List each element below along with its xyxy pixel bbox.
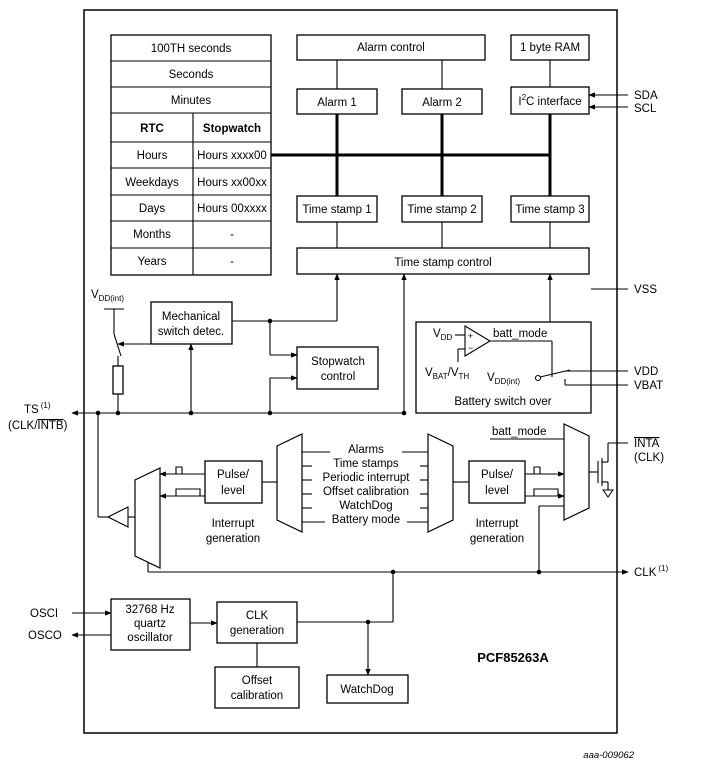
interrupt-source: Offset calibration [323,486,409,498]
svg-text:+: + [468,331,473,341]
table-row-100th-seconds: 100TH seconds [151,43,232,55]
batt-mode-label: batt_mode [493,328,547,340]
oscillator-block: 32768 Hz quartz oscillator [110,598,191,651]
svg-text:Time stamp 2: Time stamp 2 [407,204,476,216]
pin-inta-alt: (CLK) [634,452,664,464]
watchdog-block: WatchDog [326,674,409,704]
comparator: + − [464,325,492,357]
table-cell: Hours [137,150,168,162]
pin-ts: TS(1) [24,401,51,416]
svg-text:CLK: CLK [246,610,269,622]
svg-text:Alarm control: Alarm control [357,42,425,54]
table-cell: Weekdays [125,177,179,189]
pulse-level-block-1: Pulse/ level [204,460,263,504]
figure-id: aaa-009062 [583,750,634,761]
svg-text:Stopwatch: Stopwatch [311,356,365,368]
vdd-int-output-label: VDD(int) [487,372,520,386]
alarm2-block: Alarm 2 [401,88,483,115]
chip-name: PCF85263A [477,650,549,665]
table-cell: Hours xxxx00 [197,150,267,162]
register-table: 100TH seconds Seconds Minutes RTC Stopwa… [110,34,272,276]
vbat-vth-label: VBAT/VTH [425,367,469,381]
pin-inta: INTA [634,438,660,450]
output-mux-left [134,467,161,569]
svg-text:32768 Hz: 32768 Hz [125,604,174,616]
table-cell: - [230,229,234,241]
svg-text:generation: generation [230,625,284,637]
svg-text:Battery switch over: Battery switch over [454,396,551,408]
offset-calibration-block: Offset calibration [214,666,300,709]
table-row-seconds: Seconds [169,69,214,81]
svg-text:oscillator: oscillator [127,632,173,644]
i2c-interface-block: I2C interface [510,86,590,115]
svg-text:Mechanical: Mechanical [162,311,220,323]
table-cell: - [230,256,234,268]
table-header-rtc: RTC [140,123,164,135]
svg-text:Pulse/: Pulse/ [481,469,514,481]
pin-vss: VSS [634,284,657,296]
svg-text:1 byte RAM: 1 byte RAM [520,42,580,54]
interrupt-source: Time stamps [333,458,399,470]
svg-text:switch detec.: switch detec. [158,326,224,338]
table-cell: Days [139,203,165,215]
interrupt-generation-label-1b: generation [206,533,260,545]
pulse-level-block-2: Pulse/ level [468,460,526,504]
interrupt-source: Periodic interrupt [323,472,411,484]
battery-switch-block: Battery switch over [415,321,592,414]
svg-text:Time stamp control: Time stamp control [394,257,491,269]
svg-text:quartz: quartz [134,618,166,630]
interrupt-mux-2 [427,433,454,533]
output-mux-right [563,423,590,521]
pin-vbat: VBAT [634,380,663,392]
pin-osco: OSCO [28,630,62,642]
svg-text:Offset: Offset [242,675,273,687]
table-header-stopwatch: Stopwatch [203,123,261,135]
timestamp1-block: Time stamp 1 [296,195,378,223]
clk-generation-block: CLK generation [216,601,298,644]
interrupt-source: Alarms [348,444,384,456]
interrupt-source: Battery mode [332,514,400,526]
pin-osci: OSCI [30,608,58,620]
vdd-input-label: VDD [433,328,452,342]
pin-clk: CLK(1) [634,564,668,579]
timestamp2-block: Time stamp 2 [401,195,483,223]
pin-sda: SDA [634,90,658,102]
svg-text:Time stamp 3: Time stamp 3 [515,204,584,216]
svg-text:control: control [321,371,356,383]
interrupt-source: WatchDog [339,500,392,512]
batt-mode-mux-label: batt_mode [492,426,546,438]
table-cell: Months [133,229,171,241]
interrupt-generation-label-2b: generation [470,533,524,545]
pin-ts-alt: (CLK/INTB) [8,420,68,432]
timestamp-control-block: Time stamp control [296,247,590,275]
svg-text:Time stamp 1: Time stamp 1 [302,204,371,216]
ram-block: 1 byte RAM [510,34,590,61]
interrupt-generation-label-1: Interrupt [212,518,256,530]
svg-text:level: level [221,485,245,497]
table-cell: Hours xx00xx [197,177,267,189]
svg-text:Pulse/: Pulse/ [217,469,250,481]
interrupt-mux-1 [276,433,303,533]
svg-text:Alarm 2: Alarm 2 [422,97,462,109]
interrupt-generation-label-2: Interrupt [476,518,520,530]
svg-text:calibration: calibration [231,690,283,702]
svg-text:level: level [485,485,509,497]
svg-text:I2C interface: I2C interface [518,93,581,108]
alarm-control-block: Alarm control [296,34,486,61]
pin-vdd: VDD [634,366,658,378]
vdd-int-label: VDD(int) [91,289,124,303]
pin-scl: SCL [634,103,657,115]
svg-text:−: − [468,343,473,353]
alarm1-block: Alarm 1 [296,88,378,115]
svg-text:WatchDog: WatchDog [340,684,393,696]
svg-text:Alarm 1: Alarm 1 [317,97,357,109]
stopwatch-control-block: Stopwatch control [296,346,379,390]
table-cell: Hours 00xxxx [197,203,267,215]
table-row-minutes: Minutes [171,95,212,107]
timestamp3-block: Time stamp 3 [510,195,590,223]
table-cell: Years [138,256,167,268]
mechanical-switch-block: Mechanical switch detec. [150,301,233,345]
